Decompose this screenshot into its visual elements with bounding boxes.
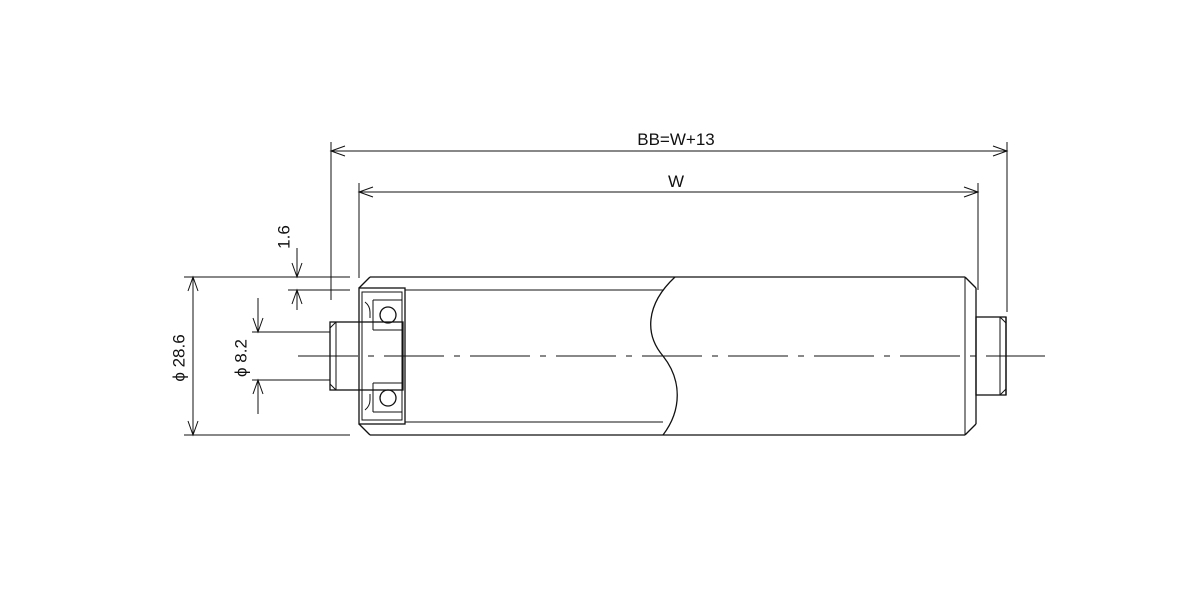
shaft-diameter-label: ϕ 8.2 <box>231 339 250 377</box>
width-dimension-label: W <box>668 172 684 191</box>
tube-diameter-dimension: ϕ 28.6 <box>169 275 350 437</box>
width-dimension: W <box>357 172 980 290</box>
tube-diameter-label: ϕ 28.6 <box>169 334 188 381</box>
arrow-up-icon <box>187 275 199 292</box>
overall-dimension-label: BB=W+13 <box>637 130 715 149</box>
wall-thickness-label: 1.6 <box>274 225 293 249</box>
arrow-left-icon <box>357 186 374 198</box>
arrow-up-icon <box>252 378 264 395</box>
overall-dimension: BB=W+13 <box>329 130 1009 312</box>
ball-bearing-icon <box>379 389 397 407</box>
arrow-up-icon <box>291 288 303 305</box>
ball-bearing-icon <box>379 306 397 324</box>
shaft-diameter-dimension: ϕ 8.2 <box>231 298 330 414</box>
wall-thickness-dimension: 1.6 <box>274 225 350 310</box>
arrow-left-icon <box>329 145 346 157</box>
arrow-down-icon <box>252 317 264 334</box>
arrow-right-icon <box>963 186 980 198</box>
arrow-down-icon <box>187 420 199 437</box>
arrow-right-icon <box>992 145 1009 157</box>
